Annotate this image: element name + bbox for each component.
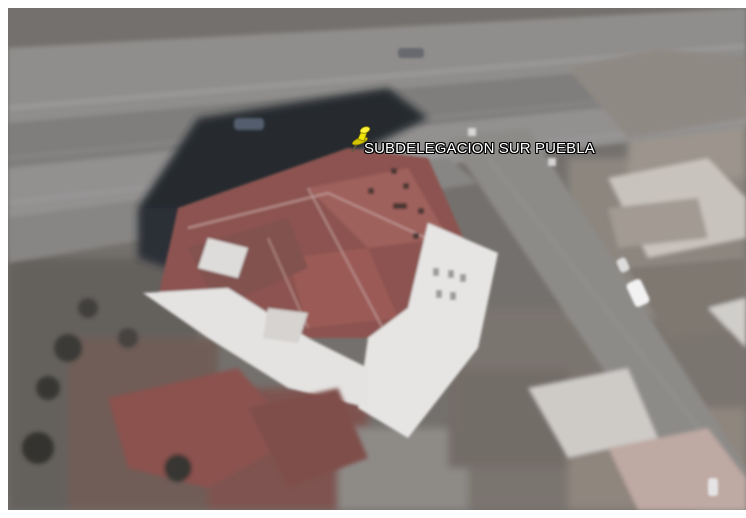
satellite-imagery [8, 8, 746, 510]
placemark-pin[interactable] [346, 124, 374, 156]
yellow-pushpin-icon [351, 126, 371, 153]
satellite-map[interactable]: SUBDELEGACION SUR PUEBLA [8, 8, 746, 510]
placemark-label[interactable]: SUBDELEGACION SUR PUEBLA [364, 140, 595, 157]
